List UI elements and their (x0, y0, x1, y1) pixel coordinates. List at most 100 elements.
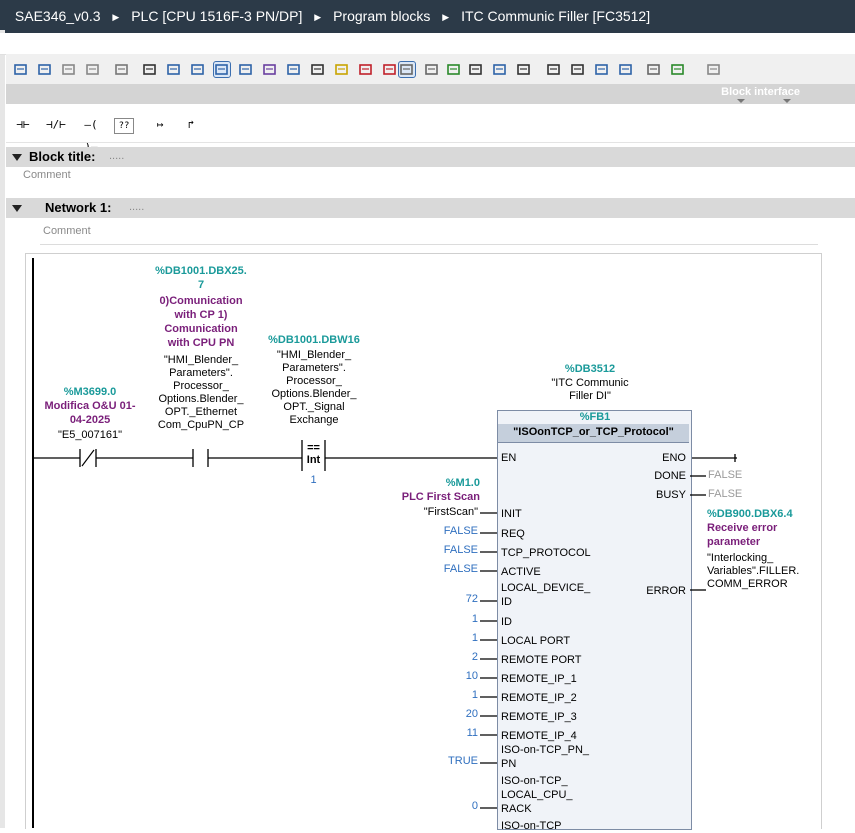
pin-input-value[interactable]: FALSE (443, 525, 478, 537)
pin-input-value[interactable]: 2 (471, 651, 478, 663)
absolute-address-icon[interactable] (238, 62, 254, 77)
network-body (25, 253, 822, 829)
go-to-icon[interactable] (594, 62, 610, 77)
align-right-icon[interactable] (546, 62, 562, 77)
chevron-right-icon: ▶ (314, 11, 322, 22)
open-branch-icon[interactable]: ↦ (156, 118, 164, 131)
show-favorites-icon[interactable] (310, 62, 326, 77)
contact2-symbol[interactable]: "HMI_Blender_Parameters". Processor_Opti… (157, 354, 245, 431)
connect-icon[interactable] (646, 62, 662, 77)
tag-info-icon[interactable] (286, 62, 302, 77)
pin-input-value[interactable]: 10 (465, 670, 478, 682)
pin-eno: ENO (662, 452, 686, 464)
pin-input-value[interactable]: 72 (465, 593, 478, 605)
error-address[interactable]: %DB900.DBX6.4 (707, 508, 793, 520)
pin-input-label: REMOTE_IP_1 (501, 673, 577, 685)
pin-en: EN (501, 452, 517, 464)
table-icon[interactable] (166, 62, 182, 77)
block-title-header[interactable]: Block title: ..... (6, 147, 855, 167)
compile-icon[interactable] (114, 62, 130, 77)
pin-input-label: REQ (501, 528, 525, 540)
favorites-icon[interactable] (334, 62, 350, 77)
fb-instance-address[interactable]: %DB3512 (564, 363, 616, 375)
pin-input-value[interactable]: 0 (471, 800, 478, 812)
pin-output-value[interactable]: FALSE (708, 469, 743, 481)
symbol-icon[interactable] (262, 62, 278, 77)
pin-input-label: REMOTE PORT (501, 654, 582, 666)
nc-contact-icon[interactable]: ⊣/⊢ (46, 118, 66, 131)
pin-input-value[interactable]: TRUE (448, 755, 478, 767)
pin-output-label: DONE (654, 470, 686, 482)
check-icon[interactable] (492, 62, 508, 77)
online-icon[interactable] (670, 62, 686, 77)
block-interface-strip: Block interface (6, 84, 855, 104)
pin-input-value[interactable]: 1 (471, 632, 478, 644)
comment-icon[interactable] (213, 61, 231, 78)
refresh-icon[interactable] (618, 62, 634, 77)
network-header[interactable]: Network 1: ..... (6, 198, 855, 218)
block-interface-label[interactable]: Block interface (721, 86, 800, 98)
block-comment[interactable]: Comment (23, 169, 71, 181)
pin-input-value[interactable]: 20 (465, 708, 478, 720)
download-icon[interactable] (468, 62, 484, 77)
fb-title-bar: "ISOonTCP_or_TCP_Protocol" (498, 424, 689, 443)
toolbar-buttons (6, 54, 855, 84)
insert-network-icon[interactable] (13, 62, 29, 77)
monitor-icon[interactable] (424, 62, 440, 77)
no-contact-icon[interactable]: ⊣⊢ (16, 118, 30, 131)
breadcrumb-block[interactable]: ITC Communic Filler [FC3512] (461, 8, 651, 24)
breadcrumb-plc[interactable]: PLC [CPU 1516F-3 PN/DP] (131, 8, 303, 24)
breadcrumb-program-blocks[interactable]: Program blocks (333, 8, 431, 24)
contact2-address[interactable]: %DB1001.DBX25.7 (155, 265, 247, 291)
jump-icon[interactable] (358, 62, 374, 77)
init-address[interactable]: %M1.0 (445, 477, 480, 489)
network-label: Network 1: (45, 200, 112, 215)
pin-init: INIT (501, 508, 522, 520)
database-icon[interactable] (706, 62, 722, 77)
contact1-comment: Modifica O&U 01-04-2025 (44, 400, 136, 426)
breadcrumb-project[interactable]: SAE346_v0.3 (14, 8, 101, 24)
chevron-right-icon: ▶ (442, 11, 450, 22)
pin-output-value[interactable]: FALSE (708, 488, 743, 500)
pin-input-label: ISO-on-TCP_LOCAL_CPU_RACK (501, 775, 573, 815)
network-title-value[interactable]: ..... (129, 201, 145, 213)
contact1-address[interactable]: %M3699.0 (63, 386, 117, 398)
list-icon[interactable] (142, 62, 158, 77)
pin-input-label: LOCAL_DEVICE_ID (501, 582, 591, 608)
pin-input-label: REMOTE_IP_4 (501, 730, 577, 742)
pin-input-value[interactable]: 1 (471, 613, 478, 625)
close-branch-icon[interactable]: ↱ (187, 118, 195, 131)
pin-input-value[interactable]: FALSE (443, 563, 478, 575)
compare-address[interactable]: %DB1001.DBW16 (268, 334, 360, 346)
align-left-icon[interactable] (516, 62, 532, 77)
compare-value[interactable]: 1 (310, 474, 317, 486)
init-symbol[interactable]: "FirstScan" (423, 506, 478, 518)
align-tree-icon[interactable] (570, 62, 586, 77)
pin-input-label: REMOTE_IP_2 (501, 692, 577, 704)
network-comment[interactable]: Comment (43, 225, 91, 237)
table-alt-icon[interactable] (190, 62, 206, 77)
fb-name: "ISOonTCP_or_TCP_Protocol" (513, 426, 674, 438)
error-symbol[interactable]: "Interlocking_Variables".FILLER.COMM_ERR… (707, 552, 800, 590)
delete-row-icon[interactable] (85, 62, 101, 77)
collapse-triangle-icon[interactable] (12, 154, 22, 161)
fb-number: %FB1 (579, 411, 611, 423)
compare-symbol[interactable]: "HMI_Blender_Parameters". Processor_Opti… (271, 349, 357, 426)
pin-input-value[interactable]: 1 (471, 689, 478, 701)
empty-box-icon[interactable]: ?? (114, 118, 134, 134)
step-back-icon[interactable] (382, 62, 398, 77)
block-title-value[interactable]: ..... (109, 150, 125, 162)
splitter-handle-icon[interactable] (735, 99, 795, 104)
chevron-right-icon: ▶ (112, 11, 120, 22)
pin-input-value[interactable]: FALSE (443, 544, 478, 556)
insert-row-icon[interactable] (61, 62, 77, 77)
pin-input-value[interactable]: 11 (466, 727, 478, 739)
compare-operator[interactable]: ==Int (306, 442, 321, 466)
breakpoint-icon[interactable] (446, 62, 462, 77)
collapse-triangle-icon[interactable] (12, 205, 22, 212)
step-forward-icon[interactable] (398, 61, 416, 78)
contact1-symbol[interactable]: "E5_007161" (57, 429, 123, 441)
delete-network-icon[interactable] (37, 62, 53, 77)
